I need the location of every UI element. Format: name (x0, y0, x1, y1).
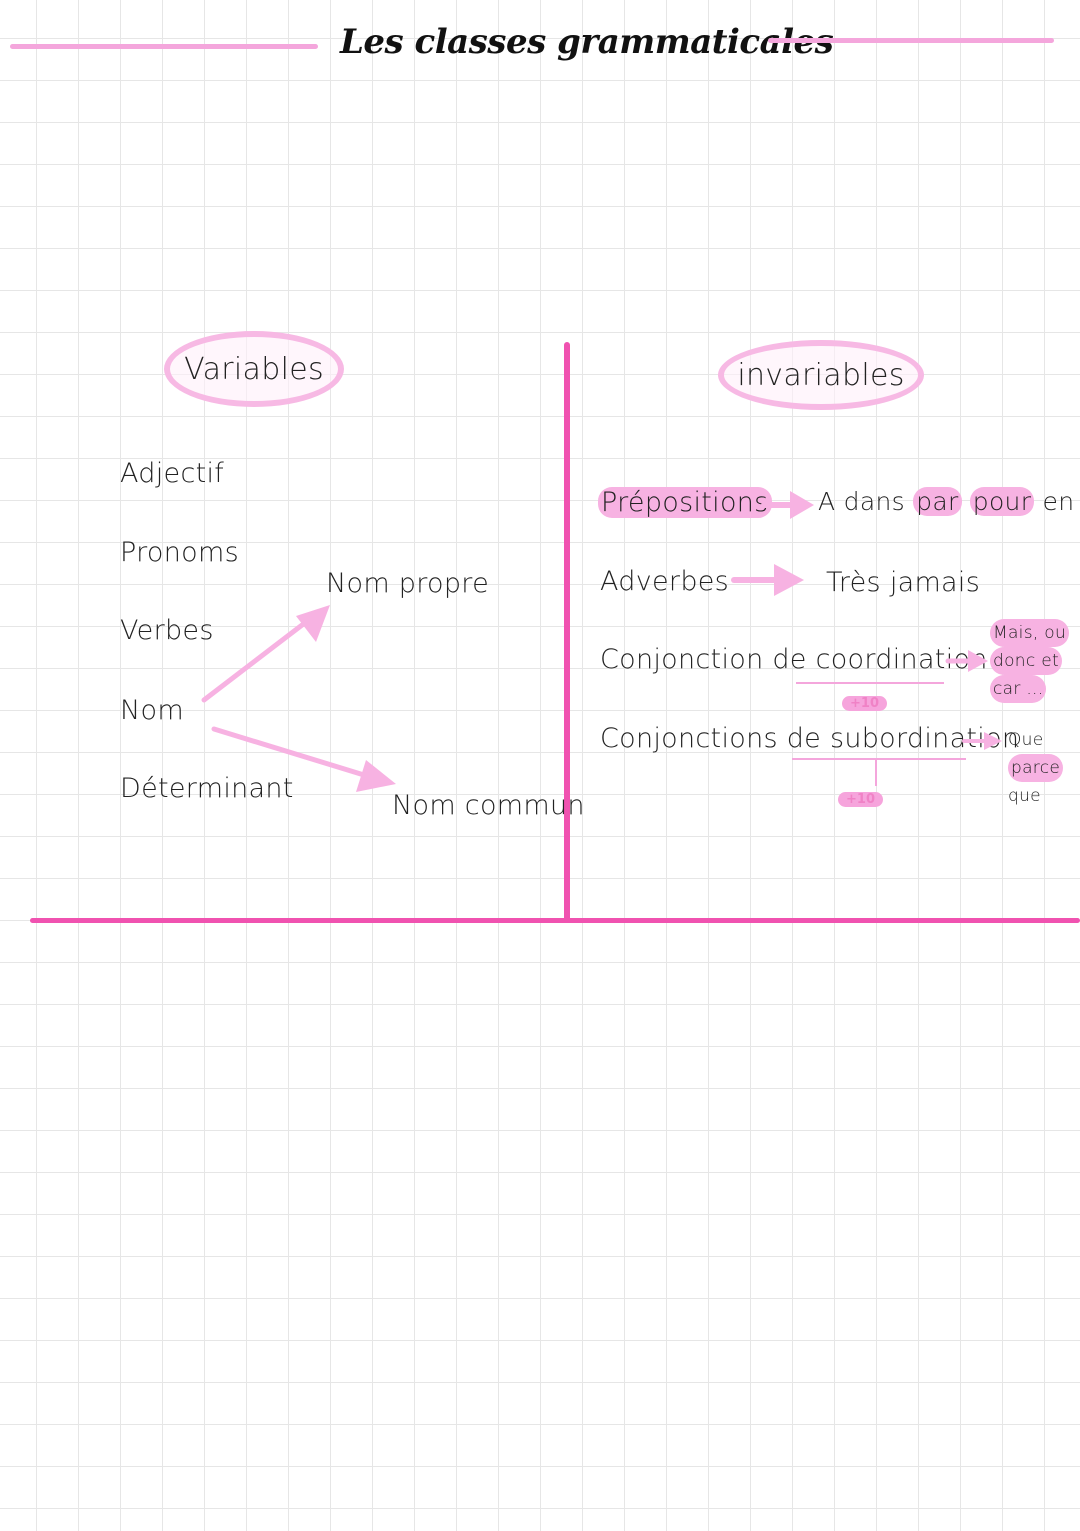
prepositions-text: Prépositions (598, 487, 772, 518)
page-title: Les classes grammaticales (340, 22, 834, 62)
arrow-right-icon (731, 564, 804, 596)
subordination-underline (792, 758, 966, 760)
adverbes-label: Adverbes (600, 566, 730, 597)
example-dans: dans (843, 487, 905, 516)
list-item-pronoms: Pronoms (120, 537, 239, 568)
coordination-badge: +10 (842, 696, 887, 711)
adverbes-examples: Très jamais (826, 567, 980, 598)
example-tres: Très (826, 567, 881, 598)
example-parce: parce (1008, 754, 1064, 782)
list-item-nom: Nom (120, 695, 184, 726)
list-item-determinant: Déterminant (120, 773, 294, 804)
coordination-examples: Mais, ou donc et car ... (990, 619, 1070, 703)
prepositions-label: Prépositions (598, 487, 772, 518)
example-que-2: que (1008, 786, 1041, 806)
bottom-rule (30, 918, 1080, 923)
invariables-heading: invariables (718, 340, 924, 410)
invariables-heading-label: invariables (737, 357, 905, 393)
example-jamais: jamais (889, 567, 981, 598)
list-item-adjectif: Adjectif (120, 458, 225, 489)
arrow-right-icon (962, 732, 1002, 750)
example-donc-et: donc et (990, 647, 1062, 675)
example-en: en (1042, 487, 1075, 516)
arrow-up-right-icon (201, 605, 330, 703)
list-item-verbes: Verbes (120, 615, 214, 646)
nom-propre-label: Nom propre (326, 568, 490, 599)
subordination-label: Conjonctions de subordination (600, 723, 1020, 754)
prepositions-examples: A dans par pour en .. (818, 487, 1080, 516)
example-par: par (913, 487, 962, 516)
arrow-down-right-icon (211, 726, 396, 792)
title-line-left (10, 44, 318, 49)
subordination-badge: +10 (838, 792, 883, 807)
example-car: car ... (990, 675, 1047, 703)
variables-heading-label: Variables (184, 351, 324, 387)
variables-heading: Variables (164, 331, 344, 407)
subordination-connector (875, 760, 877, 786)
arrow-right-icon (945, 650, 988, 672)
title-line-right (768, 38, 1054, 43)
coordination-underline (796, 682, 944, 684)
example-mais-ou: Mais, ou (990, 619, 1070, 647)
coordination-label: Conjonction de coordination (600, 644, 988, 675)
vertical-divider (564, 342, 570, 922)
arrow-right-icon (761, 491, 814, 519)
example-pour: pour (969, 487, 1035, 516)
example-a: A (818, 487, 836, 516)
subordination-examples: Que parce que (1008, 726, 1064, 810)
nom-commun-label: Nom commun (392, 790, 585, 821)
example-que: Que (1008, 730, 1044, 750)
